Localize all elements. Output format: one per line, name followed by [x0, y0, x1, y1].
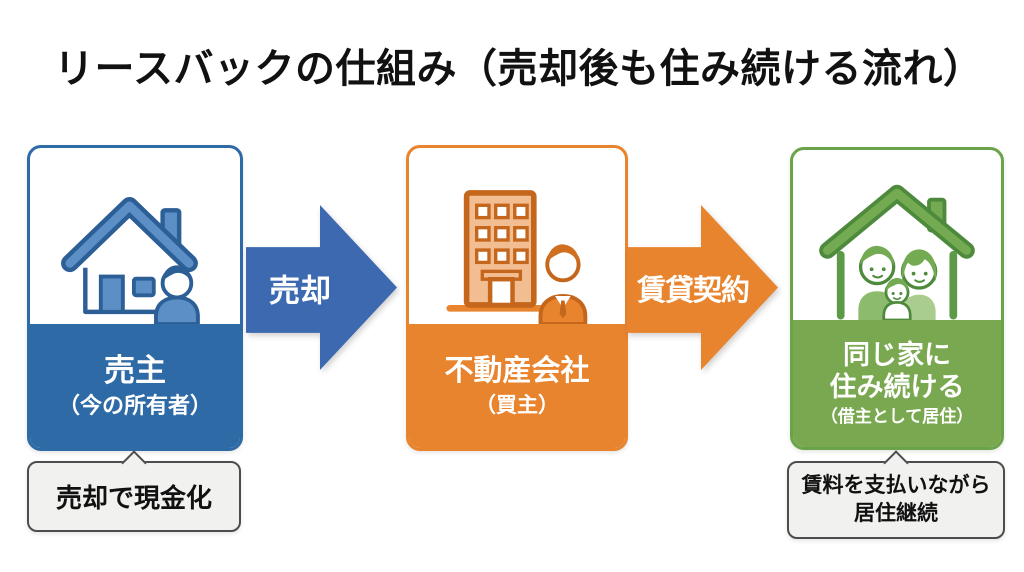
seller-label: 売主: [104, 352, 166, 388]
seller-band: 売主 （今の所有者）: [30, 324, 240, 448]
stay-band: 同じ家に 住み続ける （借主として居住）: [793, 320, 1001, 447]
family-home-icon-svg: [819, 184, 975, 320]
arrow-sale: 売却: [246, 205, 397, 370]
callout-seller-text: 売却で現金化: [55, 483, 212, 513]
house-owner-icon: [30, 148, 240, 324]
step-box-stay: 同じ家に 住み続ける （借主として居住）: [790, 147, 1004, 450]
company-sublabel: （買主）: [475, 393, 559, 417]
step-box-company: 不動産会社 （買主）: [406, 145, 628, 451]
arrow-lease: 賃貸契約: [627, 205, 778, 370]
callout-stay: 賃料を支払いながら 居住継続: [787, 450, 1005, 539]
company-buyer-icon: [409, 148, 625, 324]
seller-sublabel: （今の所有者）: [57, 393, 212, 419]
step-box-seller: 売主 （今の所有者）: [27, 145, 243, 451]
company-band: 不動産会社 （買主）: [409, 324, 625, 448]
stay-label-line1: 同じ家に: [843, 340, 951, 371]
page-title: リースバックの仕組み（売却後も住み続ける流れ）: [54, 47, 984, 91]
company-buyer-icon-svg: [446, 190, 588, 324]
stay-sublabel: （借主として居住）: [820, 406, 974, 426]
callout-seller-pointer-icon: [121, 450, 147, 476]
family-home-icon: [793, 150, 1001, 320]
house-owner-icon-svg: [61, 197, 200, 324]
arrow-lease-label: 賃貸契約: [636, 274, 750, 307]
company-label: 不動産会社: [444, 354, 590, 387]
stay-label-line2: 住み続ける: [829, 371, 965, 402]
callout-stay-line2: 居住継続: [854, 502, 938, 525]
arrow-sale-label: 売却: [269, 273, 331, 308]
callout-stay-line1: 賃料を支払いながら: [801, 473, 991, 497]
callout-seller: 売却で現金化: [27, 450, 241, 532]
